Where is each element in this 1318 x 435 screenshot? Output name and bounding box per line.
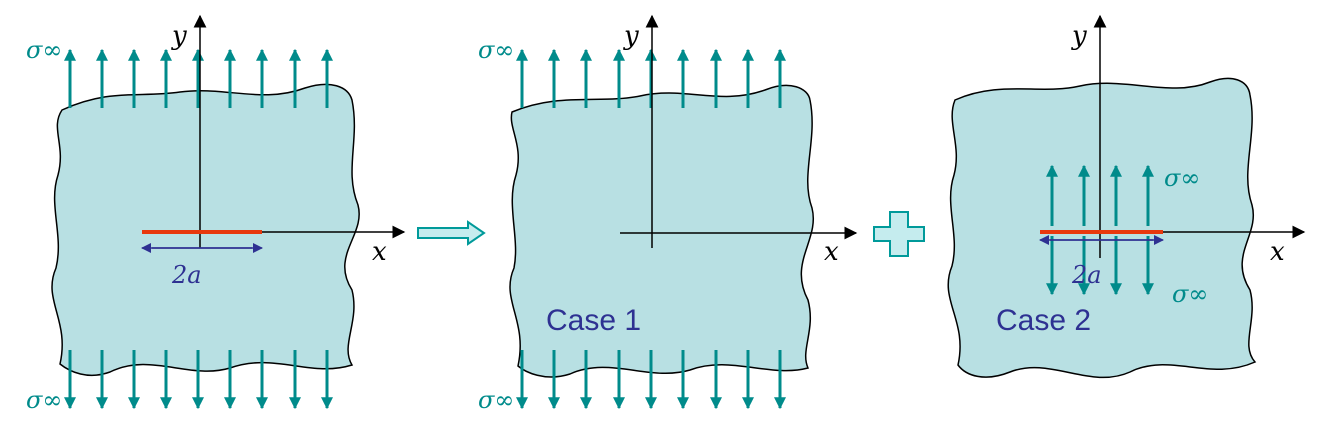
panel-original: y x 2a σ∞ σ∞ [26, 14, 406, 414]
plate-case2 [947, 77, 1257, 379]
stress-arrows-top [64, 48, 333, 108]
crack-face-arrows-up [1046, 164, 1154, 226]
stress-arrows-bottom [64, 350, 333, 410]
panel-case1: y x Case 1 σ∞ σ∞ [478, 14, 858, 414]
stress-arrows-top [516, 48, 786, 108]
hollow-plus-icon [873, 211, 925, 257]
x-axis-label: x [824, 237, 839, 267]
y-axis-label: y [623, 21, 639, 51]
hollow-right-arrow-icon [417, 220, 486, 246]
x-axis-label: x [372, 237, 387, 267]
crack-dimension-label: 2a [1071, 261, 1102, 289]
crack-dimension-label: 2a [171, 261, 202, 289]
y-axis-label: y [171, 21, 187, 51]
y-axis-label: y [1071, 21, 1087, 51]
sigma-infinity-top-label: σ∞ [478, 36, 514, 64]
x-axis-label: x [1270, 237, 1285, 267]
stress-arrows-bottom [516, 350, 786, 410]
panel-case2: y x 2a Case 2 σ∞ σ∞ [947, 14, 1306, 379]
sigma-infinity-crack-bottom-label: σ∞ [1172, 280, 1208, 308]
sigma-infinity-bottom-label: σ∞ [26, 386, 62, 414]
case-label: Case 1 [546, 304, 641, 337]
crack-face-arrows-down [1046, 236, 1154, 296]
sigma-infinity-crack-top-label: σ∞ [1164, 164, 1200, 192]
plate-case1 [509, 84, 815, 378]
case-label: Case 2 [996, 304, 1091, 337]
sigma-infinity-bottom-label: σ∞ [478, 386, 514, 414]
sigma-infinity-top-label: σ∞ [26, 36, 62, 64]
plate-original [51, 83, 360, 376]
